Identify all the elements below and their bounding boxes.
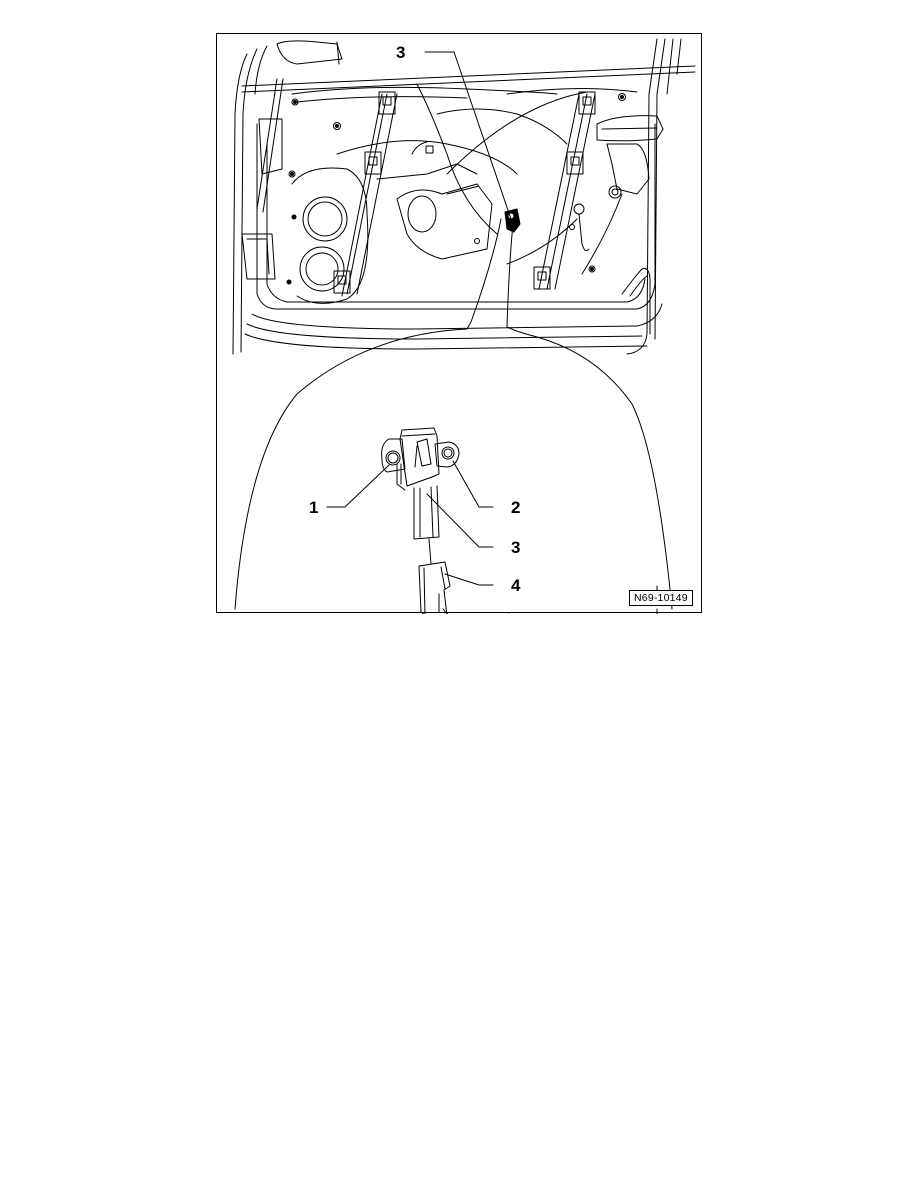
leader-line-3-detail — [426, 493, 494, 548]
callout-3-top: 3 — [396, 43, 406, 62]
door-illustration — [232, 38, 696, 614]
callout-3-detail: 3 — [511, 538, 521, 557]
magnify-cone-left — [234, 218, 502, 610]
diagram-figure: 3 1 2 3 4 N69-10149 — [216, 33, 702, 614]
figure-code: N69-10149 — [629, 590, 693, 606]
callout-2: 2 — [511, 498, 521, 517]
leader-line-3-top — [424, 51, 512, 220]
leader-line-1 — [326, 464, 390, 508]
callout-1: 1 — [309, 498, 319, 517]
sensor-detail-drawing — [381, 427, 510, 614]
leader-line-2 — [452, 460, 494, 508]
door-panel-drawing — [232, 38, 696, 355]
leader-line-4 — [444, 573, 494, 586]
callout-4: 4 — [511, 576, 521, 595]
magnify-cone-right — [506, 223, 673, 610]
